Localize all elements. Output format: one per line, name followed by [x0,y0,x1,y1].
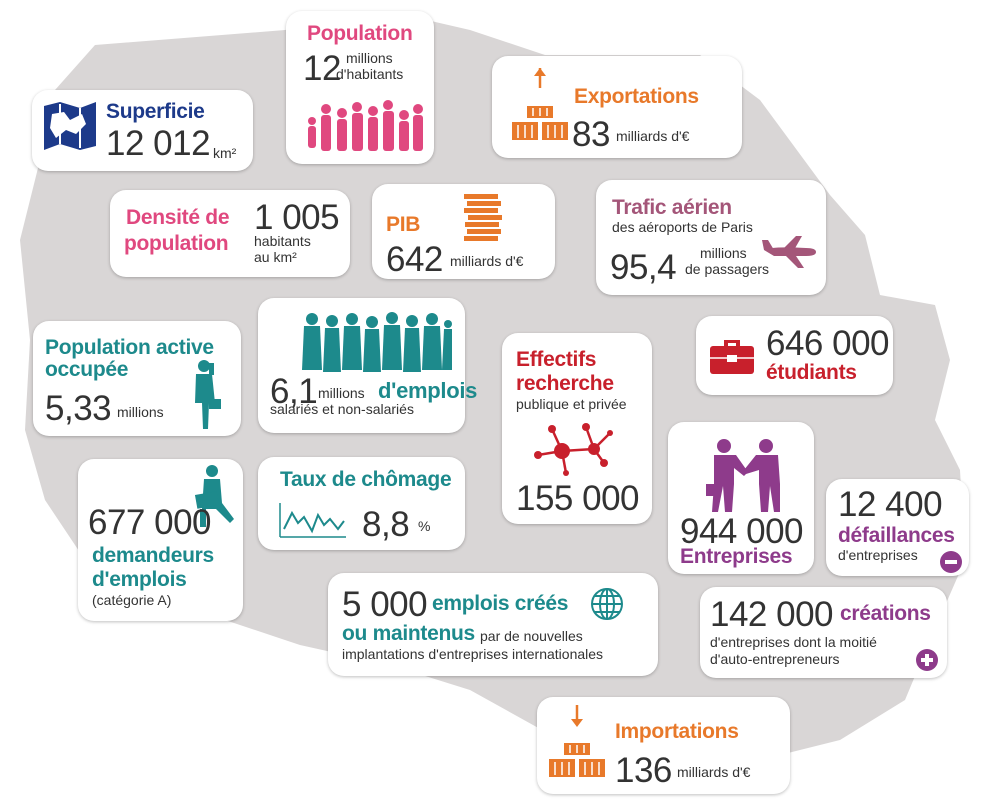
card-exports: Exportations 83 milliards d'€ [492,56,742,158]
jobs-label: d'emplois [378,378,478,403]
companies-label: Entreprises [680,545,793,568]
creations-sub-2: d'auto-entrepreneurs [710,651,840,667]
unemployment-value: 8,8 [362,505,410,544]
card-unemployment: Taux de chômage 8,8 % [258,457,465,550]
unemployment-label: Taux de chômage [280,468,452,491]
exports-unit: milliards d'€ [616,128,690,144]
card-density: Densité de population 1 005 habitants au… [110,190,350,277]
unemployment-unit: % [418,518,431,534]
card-creations: 142 000 créations d'entreprises dont la … [700,587,947,678]
population-unit-2: d'habitants [336,66,404,82]
card-active-population: Population active occupée 5,33 millions [33,321,241,436]
students-value: 646 000 [766,324,890,363]
jobs-unit: millions [318,385,365,401]
globe-icon [591,588,623,620]
laptop-person-icon [194,465,234,527]
creations-value: 142 000 [710,595,834,634]
card-surface: Superficie 12 012 km² [32,90,253,171]
imports-label: Importations [615,720,739,743]
plus-circle-icon [916,649,938,671]
card-failures: 12 400 défaillances d'entreprises [826,479,969,576]
jobs-created-label-1: emplois créés [432,592,569,615]
surface-value: 12 012 [106,124,211,163]
population-unit-1: millions [346,50,393,66]
card-population: Population 12 millions d'habitants [286,11,434,164]
import-crates-icon [549,705,605,777]
jobs-value: 6,1 [270,372,318,411]
active-pop-label-2: occupée [45,358,129,381]
handshake-icon [706,439,780,512]
card-jobseekers: 677 000 demandeurs d'emplois (catégorie … [78,459,243,621]
surface-label: Superficie [106,100,205,123]
coin-stack-icon [464,194,502,241]
phone-worker-icon [195,360,221,429]
export-crates-icon [512,68,568,140]
card-companies: 944 000 Entreprises [668,422,814,574]
air-traffic-label: Trafic aérien [612,196,732,219]
air-traffic-unit-2: de passagers [685,261,770,277]
people-crowd-icon [308,100,423,151]
density-value: 1 005 [254,198,340,237]
jobseekers-label-2: d'emplois [92,568,187,591]
imports-value: 136 [615,751,672,790]
failures-label: défaillances [838,524,955,547]
failures-value: 12 400 [838,485,943,524]
map-icon [44,102,96,150]
workers-crowd-icon [302,312,452,372]
density-unit-2: au km² [254,249,297,265]
gdp-label: PIB [386,213,421,236]
air-traffic-value: 95,4 [610,248,677,287]
density-unit-1: habitants [254,233,311,249]
research-label-2: recherche [516,372,614,395]
active-pop-value: 5,33 [45,389,112,428]
density-label-2: population [124,232,229,255]
creations-label: créations [840,602,931,625]
jobs-created-sub-1: par de nouvelles [480,628,583,644]
jobs-created-sub-2: implantations d'entreprises internationa… [342,646,604,662]
card-research: Effectifs recherche publique et privée 1… [502,333,652,524]
card-jobs-created: 5 000 emplois créés ou maintenus par de … [328,573,658,676]
creations-sub-1: d'entreprises dont la moitié [710,634,877,650]
gdp-unit: milliards d'€ [450,253,524,269]
card-air-traffic: Trafic aérien des aéroports de Paris 95,… [596,180,826,295]
trend-line-icon [279,503,346,538]
jobseekers-label-1: demandeurs [92,544,214,567]
students-label: étudiants [766,361,857,384]
density-label-1: Densité de [126,206,230,229]
molecule-icon [534,423,613,476]
jobs-created-label-2: ou maintenus [342,622,475,645]
failures-sub: d'entreprises [838,547,918,563]
card-students: 646 000 étudiants [696,316,893,395]
research-sub: publique et privée [516,396,627,412]
card-jobs: 6,1 millions d'emplois salariés et non-s… [258,298,477,433]
population-label: Population [307,22,413,45]
companies-value: 944 000 [680,512,804,551]
jobs-sub: salariés et non-salariés [270,401,414,417]
briefcase-icon [710,340,754,374]
card-gdp: PIB 642 milliards d'€ [372,184,555,279]
air-traffic-sub: des aéroports de Paris [612,219,753,235]
research-value: 155 000 [516,479,640,518]
research-label-1: Effectifs [516,348,597,371]
jobseekers-value: 677 000 [88,503,212,542]
surface-unit: km² [213,145,237,161]
exports-label: Exportations [574,85,699,108]
jobs-created-value: 5 000 [342,585,428,624]
active-pop-unit: millions [117,404,164,420]
jobseekers-sub: (catégorie A) [92,592,172,608]
airplane-icon [762,236,816,268]
exports-value: 83 [572,115,610,154]
imports-unit: milliards d'€ [677,764,751,780]
air-traffic-unit-1: millions [700,245,747,261]
active-pop-label-1: Population active [45,336,214,359]
card-imports: Importations 136 milliards d'€ [537,697,790,794]
gdp-value: 642 [386,240,443,279]
population-value: 12 [303,49,341,88]
minus-circle-icon [940,551,962,573]
